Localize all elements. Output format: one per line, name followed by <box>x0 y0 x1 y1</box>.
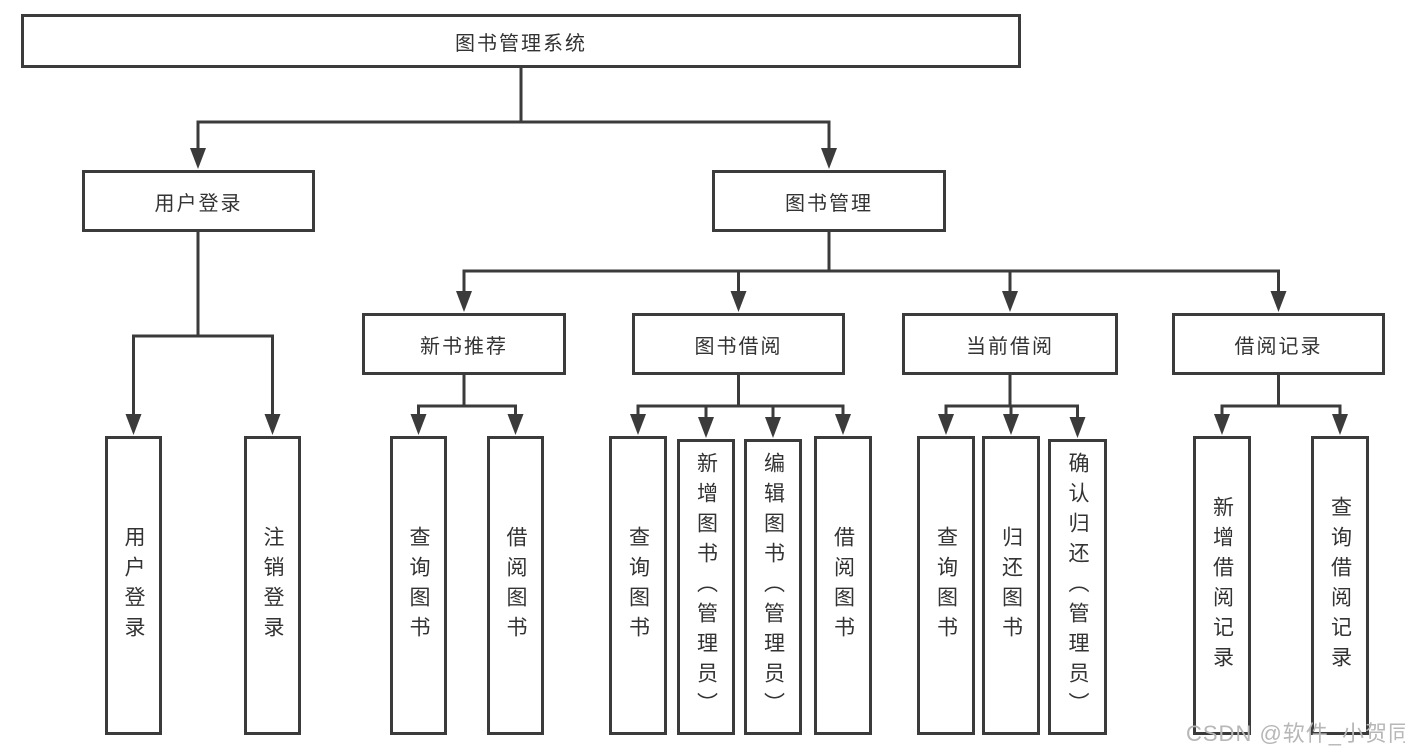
node-label: 图书管理 <box>785 192 873 215</box>
leaf-label: 借阅图书 <box>831 525 855 646</box>
node-user-login: 用户登录 <box>82 170 315 232</box>
leaf-query-books-borrowing: 查询图书 <box>609 436 667 735</box>
node-book-borrowing: 图书借阅 <box>632 313 845 375</box>
leaf-label: 查询图书 <box>626 525 650 646</box>
leaf-label: 查询图书 <box>407 525 430 646</box>
node-borrowing-records: 借阅记录 <box>1172 313 1385 375</box>
leaf-label: 用户登录 <box>122 525 145 646</box>
leaf-query-borrow-record: 查询借阅记录 <box>1311 436 1369 735</box>
csdn-watermark: CSDN @软件_小贺同学 <box>1186 721 1405 746</box>
node-current-borrowing: 当前借阅 <box>902 313 1118 375</box>
leaf-label: 新增图书（管理员） <box>694 452 718 722</box>
node-library-management-system: 图书管理系统 <box>21 14 1021 68</box>
leaf-borrow-books-borrowing: 借阅图书 <box>814 436 872 735</box>
leaf-edit-books-admin: 编辑图书（管理员） <box>744 439 802 735</box>
node-label: 新书推荐 <box>420 335 508 358</box>
leaf-label: 借阅图书 <box>504 525 527 646</box>
leaf-query-books-current: 查询图书 <box>917 436 975 735</box>
node-new-book-recommendation: 新书推荐 <box>362 313 566 375</box>
leaf-borrow-books-recommend: 借阅图书 <box>487 436 544 735</box>
node-label: 用户登录 <box>154 192 243 215</box>
leaf-label: 编辑图书（管理员） <box>761 452 785 722</box>
leaf-label: 查询图书 <box>934 525 958 646</box>
leaf-label: 注销登录 <box>261 525 284 646</box>
node-label: 当前借阅 <box>966 335 1054 358</box>
node-label: 借阅记录 <box>1234 335 1323 358</box>
leaf-label: 归还图书 <box>999 525 1023 646</box>
leaf-add-borrow-record: 新增借阅记录 <box>1193 436 1251 735</box>
leaf-confirm-return-admin: 确认归还（管理员） <box>1048 439 1107 735</box>
node-label: 图书管理系统 <box>455 32 587 55</box>
leaf-query-books-recommend: 查询图书 <box>390 436 447 735</box>
leaf-label: 查询借阅记录 <box>1328 495 1352 676</box>
leaf-return-books: 归还图书 <box>982 436 1040 735</box>
node-book-management: 图书管理 <box>712 170 946 232</box>
leaf-add-books-admin: 新增图书（管理员） <box>677 439 735 735</box>
node-label: 图书借阅 <box>694 335 783 358</box>
leaf-logout: 注销登录 <box>244 436 301 735</box>
leaf-label: 确认归还（管理员） <box>1066 452 1089 722</box>
leaf-user-login: 用户登录 <box>105 436 162 735</box>
leaf-label: 新增借阅记录 <box>1210 495 1234 676</box>
